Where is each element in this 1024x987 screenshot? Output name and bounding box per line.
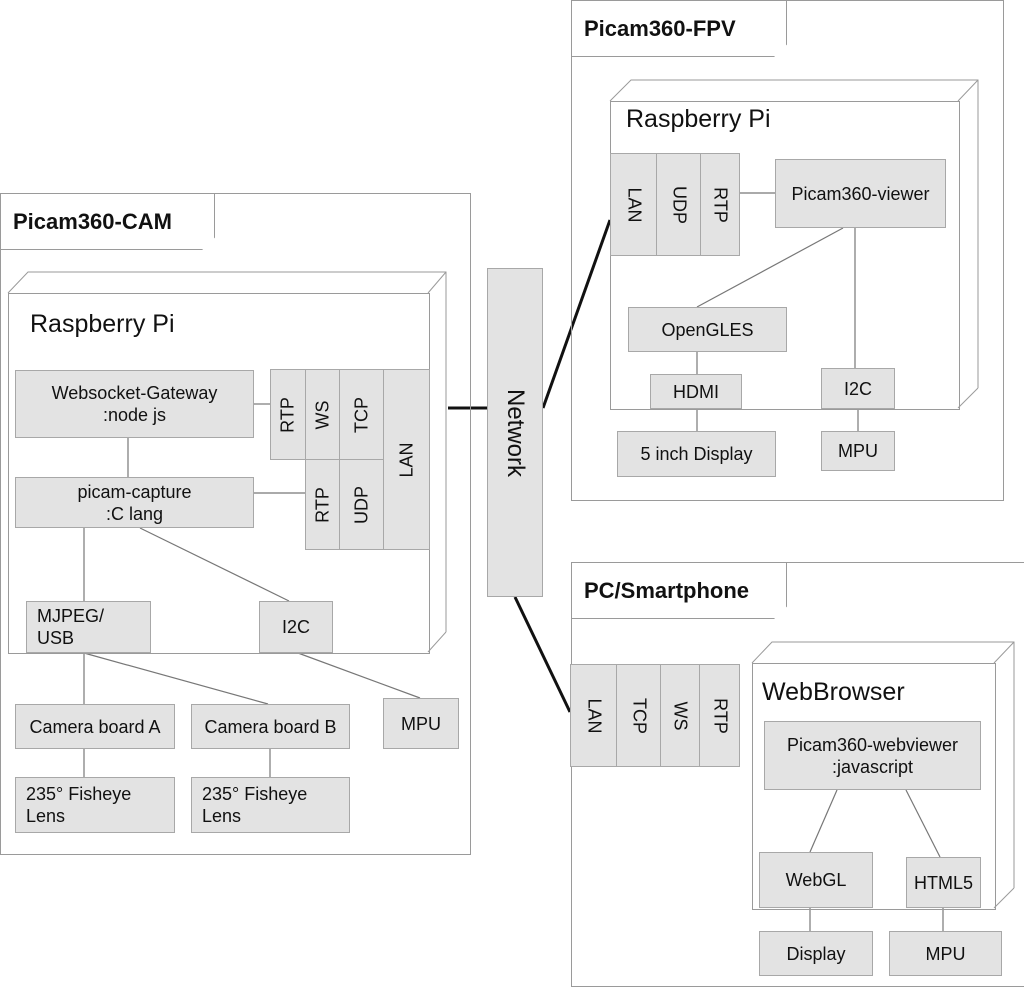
package-cam xyxy=(0,193,471,855)
package-fpv xyxy=(571,0,1004,501)
fpv-hdmi-port: HDMI xyxy=(650,374,742,409)
fisheye-lens-b: 235° Fisheye Lens xyxy=(191,777,350,833)
fpv-i2c-component: I2C xyxy=(821,368,895,409)
picam360-webviewer-component: Picam360-webviewer :javascript xyxy=(764,721,981,790)
node-webbrowser-title: WebBrowser xyxy=(762,678,905,706)
fpv-lan-port: LAN xyxy=(610,153,657,256)
cam-udp-port: UDP xyxy=(339,459,384,550)
network-node: Network xyxy=(487,268,543,597)
package-cam-title: Picam360-CAM xyxy=(0,193,215,250)
opengles-component: OpenGLES xyxy=(628,307,787,352)
pc-lan-port: LAN xyxy=(570,664,617,767)
cam-rtp-port-1: RTP xyxy=(270,369,306,460)
node-fpv-raspberry-pi-title: Raspberry Pi xyxy=(626,105,771,133)
websocket-gateway-component: Websocket-Gateway :node js xyxy=(15,370,254,438)
cam-ws-port: WS xyxy=(305,369,340,460)
pc-mpu: MPU xyxy=(889,931,1002,976)
cam-tcp-port: TCP xyxy=(339,369,384,460)
picam-capture-component: picam-capture :C lang xyxy=(15,477,254,528)
fpv-rtp-port: RTP xyxy=(700,153,740,256)
pc-tcp-port: TCP xyxy=(616,664,661,767)
five-inch-display: 5 inch Display xyxy=(617,431,776,477)
cam-lan-port: LAN xyxy=(383,369,430,550)
webgl-component: WebGL xyxy=(759,852,873,908)
cam-mpu: MPU xyxy=(383,698,459,749)
fpv-udp-port: UDP xyxy=(656,153,701,256)
html5-component: HTML5 xyxy=(906,857,981,908)
fpv-mpu: MPU xyxy=(821,431,895,471)
mjpeg-usb-component: MJPEG/ USB xyxy=(26,601,151,653)
node-cam-raspberry-pi-title: Raspberry Pi xyxy=(30,310,175,338)
camera-board-a: Camera board A xyxy=(15,704,175,749)
pc-display: Display xyxy=(759,931,873,976)
picam360-viewer-component: Picam360-viewer xyxy=(775,159,946,228)
package-pc-title: PC/Smartphone xyxy=(571,562,787,619)
cam-rtp-port-2: RTP xyxy=(305,459,340,550)
pc-ws-port: WS xyxy=(660,664,700,767)
pc-rtp-port: RTP xyxy=(699,664,740,767)
camera-board-b: Camera board B xyxy=(191,704,350,749)
package-fpv-title: Picam360-FPV xyxy=(571,0,787,57)
cam-i2c-component: I2C xyxy=(259,601,333,653)
node-webbrowser xyxy=(752,663,996,910)
fisheye-lens-a: 235° Fisheye Lens xyxy=(15,777,175,833)
